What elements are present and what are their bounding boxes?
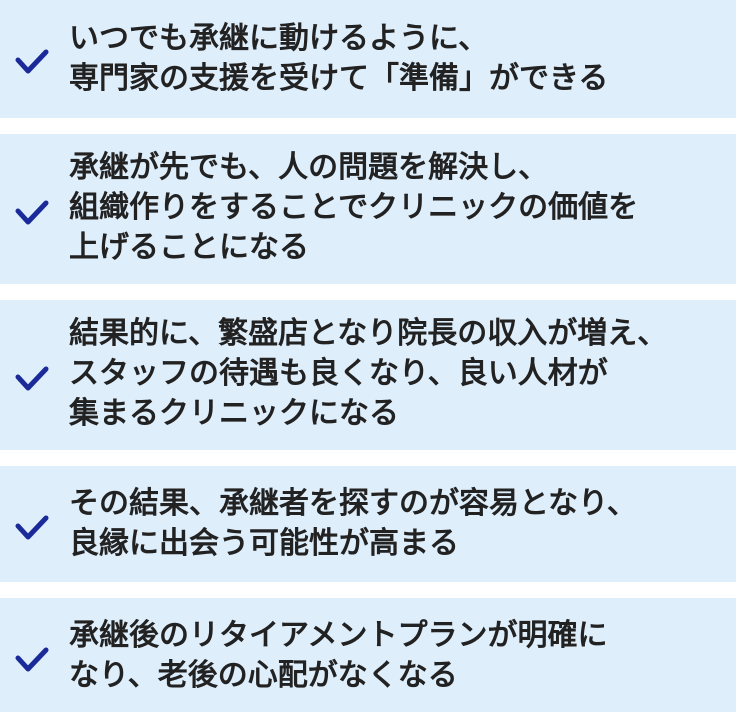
list-item-text: 結果的に、繁盛店となり院長の収入が増え、 スタッフの待遇も良くなり、良い人材が … <box>69 316 668 431</box>
checkmark-icon <box>15 49 49 75</box>
list-item: その結果、承継者を探すのが容易となり、 良縁に出会う可能性が高まる <box>0 466 736 582</box>
list-item: 承継が先でも、人の問題を解決し、 組織作りをすることでクリニックの価値を 上げる… <box>0 134 736 284</box>
list-item-text: 承継後のリタイアメントプランが明確に なり、老後の心配がなくなる <box>69 618 608 693</box>
checkmark-icon <box>15 647 49 673</box>
checkmark-icon <box>15 366 49 392</box>
list-item-text: その結果、承継者を探すのが容易となり、 良縁に出会う可能性が高まる <box>69 486 637 561</box>
checkmark-icon <box>15 515 49 541</box>
checkmark-icon <box>15 200 49 226</box>
list-item: 結果的に、繁盛店となり院長の収入が増え、 スタッフの待遇も良くなり、良い人材が … <box>0 300 736 450</box>
list-item-text: いつでも承継に動けるように、 専門家の支援を受けて「準備」ができる <box>69 21 609 96</box>
list-item: 承継後のリタイアメントプランが明確に なり、老後の心配がなくなる <box>0 598 736 712</box>
list-item-text: 承継が先でも、人の問題を解決し、 組織作りをすることでクリニックの価値を 上げる… <box>69 150 639 265</box>
list-item: いつでも承継に動けるように、 専門家の支援を受けて「準備」ができる <box>0 0 736 118</box>
